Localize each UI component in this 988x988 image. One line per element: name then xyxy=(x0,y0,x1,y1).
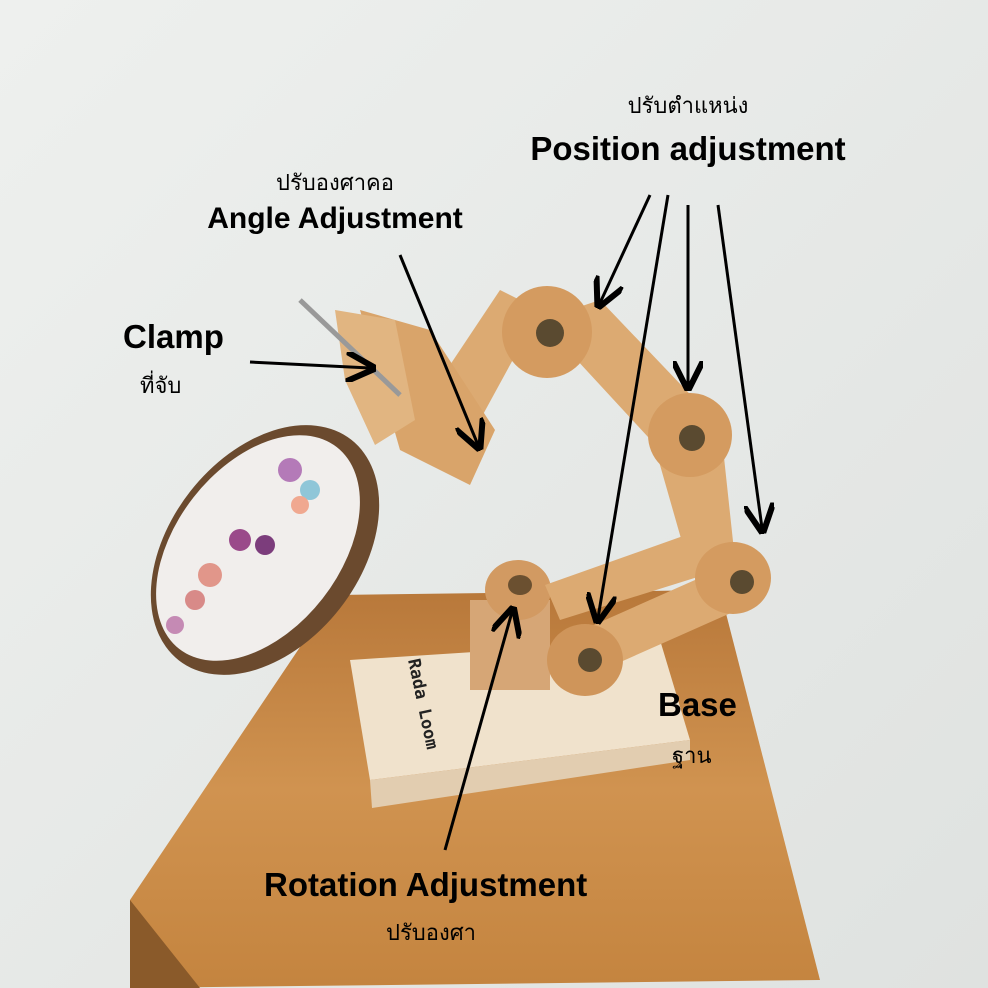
embroidery-hoop xyxy=(150,425,380,675)
base-label-thai: ฐาน xyxy=(672,743,712,768)
position-label-thai: ปรับตำแหน่ง xyxy=(627,93,749,118)
rotation-label-thai: ปรับองศา xyxy=(386,920,477,945)
annotation-arrows xyxy=(249,194,762,851)
clamp-label: Clamp xyxy=(123,318,224,355)
position-label: Position adjustment xyxy=(530,130,846,167)
position-arrow-1 xyxy=(600,194,652,303)
clamp-arrow xyxy=(249,362,370,368)
rotation-arrow xyxy=(443,612,512,851)
joint-knobs xyxy=(502,286,771,696)
clamp-label-thai: ที่จับ xyxy=(140,373,182,398)
rotation-label: Rotation Adjustment xyxy=(264,866,588,903)
position-arrow-2 xyxy=(598,194,670,618)
angle-label-thai: ปรับองศาคอ xyxy=(276,170,394,195)
position-arrow-4 xyxy=(716,204,762,528)
angle-label: Angle Adjustment xyxy=(207,202,463,235)
base-label: Base xyxy=(658,686,737,723)
angle-arrow xyxy=(398,254,478,445)
